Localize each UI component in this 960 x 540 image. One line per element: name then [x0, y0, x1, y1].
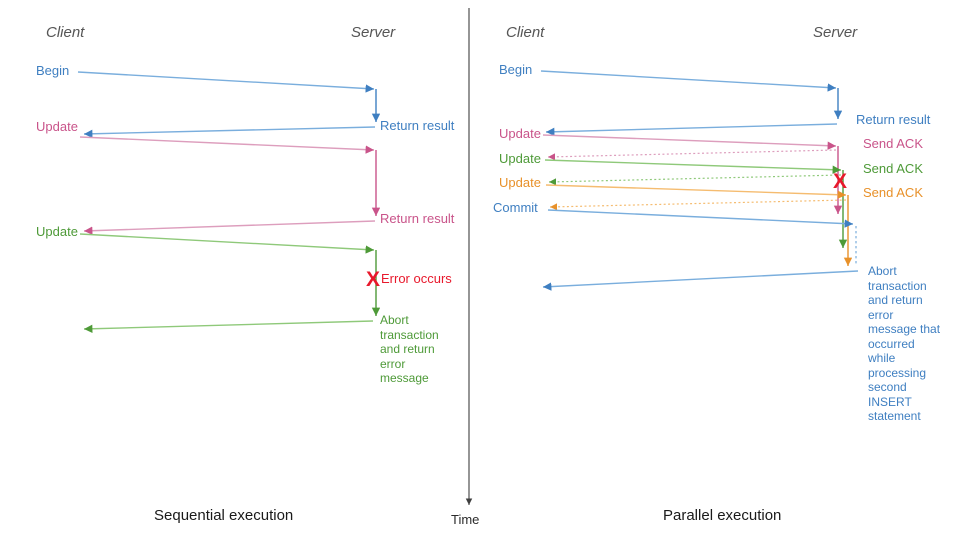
arrow-update-1 [79, 136, 375, 154]
left-error-label: Error occurs [381, 271, 452, 286]
right-lane-title-server: Server [813, 24, 858, 41]
arrow-abort-return-left [83, 320, 374, 333]
left-lane-title-server: Server [351, 24, 396, 41]
time-axis-label: Time [451, 512, 480, 527]
right-msg-ack-1: Send ACK [863, 136, 923, 151]
right-msg-commit: Commit [493, 200, 538, 215]
arrow-begin-r [540, 70, 837, 92]
arrow-return-result-2 [83, 220, 376, 235]
right-msg-ack-3: Send ACK [863, 185, 923, 200]
left-msg-return-result-1: Return result [380, 118, 455, 133]
arrow-ack-orange [549, 199, 847, 211]
right-lane-title-client: Client [506, 24, 545, 41]
right-msg-return-result: Return result [856, 112, 931, 127]
right-abort-note: Abort transaction and return error messa… [868, 264, 941, 423]
right-msg-begin: Begin [499, 62, 533, 77]
right-msg-update-3: Update [499, 175, 541, 190]
arrow-begin [77, 71, 375, 93]
arrow-abort-return-right [542, 270, 859, 291]
error-x-icon-right: X [833, 170, 848, 193]
left-panel-caption: Sequential execution [154, 507, 294, 524]
arrow-update-2 [79, 233, 375, 254]
arrow-ack-green [548, 174, 842, 186]
right-msg-update-2: Update [499, 151, 541, 166]
left-msg-update-1: Update [36, 119, 78, 134]
right-msg-update-1: Update [499, 126, 541, 141]
error-x-icon-left: X [366, 268, 381, 291]
arrow-update-green-r [544, 159, 842, 174]
arrow-commit [547, 209, 854, 228]
left-abort-note: Abort transaction and return error messa… [380, 313, 439, 385]
right-msg-ack-2: Send ACK [863, 161, 923, 176]
arrow-return-result-r [545, 123, 838, 136]
left-panel-vectors [77, 71, 381, 333]
right-panel-caption: Parallel execution [663, 507, 782, 524]
left-msg-update-2: Update [36, 224, 78, 239]
right-panel-vectors [540, 70, 859, 291]
arrow-ack-pink [547, 149, 837, 161]
left-msg-return-result-2: Return result [380, 211, 455, 226]
arrow-return-result-1 [83, 126, 376, 138]
arrow-update-pink-r [542, 134, 837, 150]
left-msg-begin: Begin [36, 63, 70, 78]
left-lane-title-client: Client [46, 24, 85, 41]
arrow-update-orange-r [545, 184, 847, 199]
